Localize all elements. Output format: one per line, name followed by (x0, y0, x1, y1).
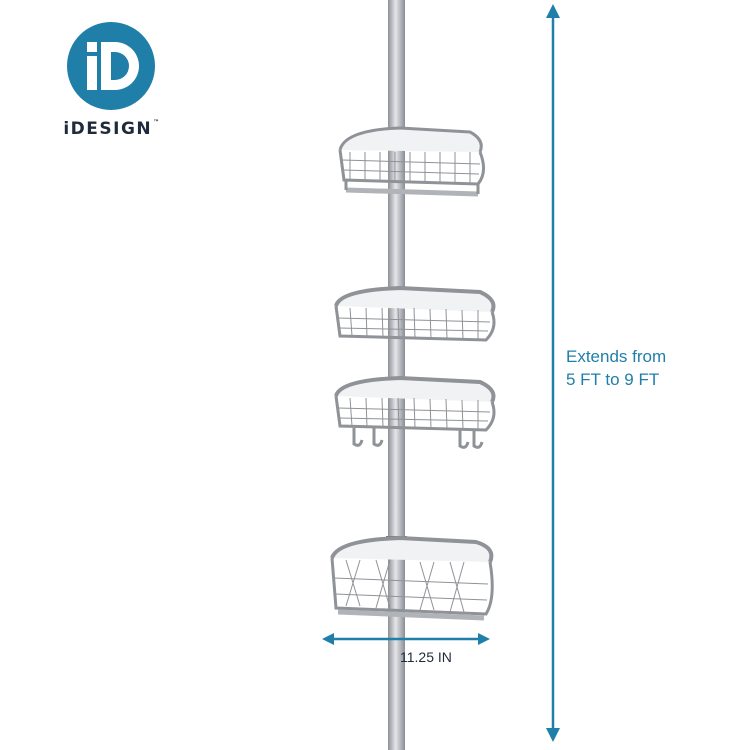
brand-logo-icon (67, 22, 155, 110)
height-label-line-1: Extends from (566, 347, 667, 366)
height-label-line-2: 5 FT to 9 FT (566, 370, 660, 389)
shower-basket-3 (334, 375, 496, 449)
horizontal-double-arrow-icon (322, 633, 334, 645)
height-dimension-arrow (546, 4, 560, 742)
tension-pole (388, 0, 405, 750)
brand-logo (67, 22, 155, 110)
shower-basket-2 (334, 285, 496, 342)
vertical-double-arrow-icon (546, 4, 560, 18)
width-label: 11.25 IN (400, 649, 452, 665)
shower-basket-1 (338, 126, 485, 197)
brand-wordmark: iDESIGN™ (52, 119, 172, 139)
brand-name: iDESIGN (63, 119, 153, 139)
width-dimension-arrow (322, 633, 490, 645)
shower-basket-4 (330, 535, 494, 621)
trademark-symbol: ™ (153, 119, 161, 126)
height-extension-label: Extends from 5 FT to 9 FT (566, 345, 736, 391)
